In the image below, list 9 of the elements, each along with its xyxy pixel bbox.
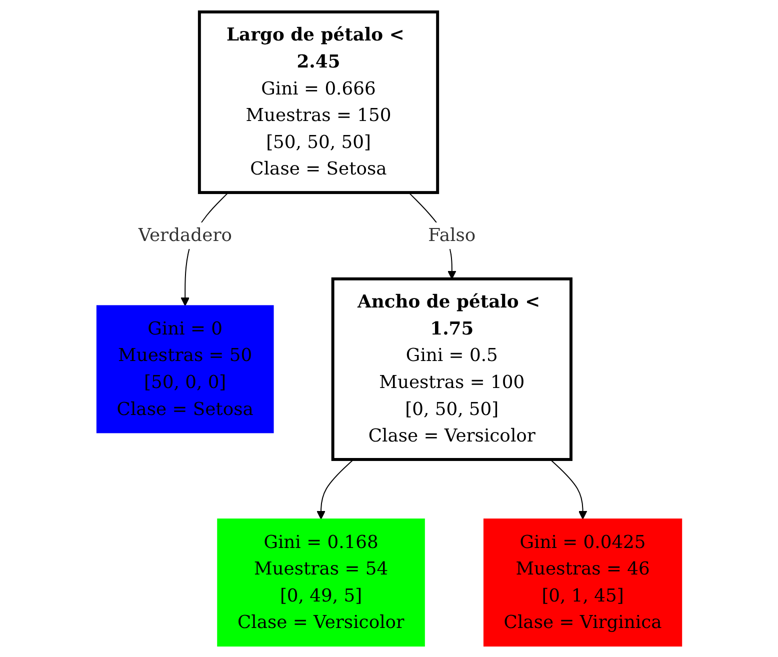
node-box: Largo de pétalo < 2.45 Gini = 0.666 Muestras = 150 [50, 50, 50] Clase = Setosa xyxy=(198,10,439,194)
node-box: Gini = 0.168 Muestras = 54 [0, 49, 5] Clase = Versicolor xyxy=(216,518,425,646)
node-box: Ancho de pétalo < 1.75 Gini = 0.5 Muestras = 100 [0, 50, 50] Clase = Versicolor xyxy=(331,276,572,460)
arrow xyxy=(316,458,354,519)
arrow xyxy=(550,458,587,519)
edge-label: Verdadero xyxy=(138,224,232,246)
node-box: Gini = 0 Muestras = 50 [50, 0, 0] Clase = Setosa xyxy=(96,304,274,433)
node-box: Gini = 0.0425 Muestras = 46 [0, 1, 45] Clase = Virginica xyxy=(483,518,682,646)
edge-label: Falso xyxy=(428,224,476,246)
